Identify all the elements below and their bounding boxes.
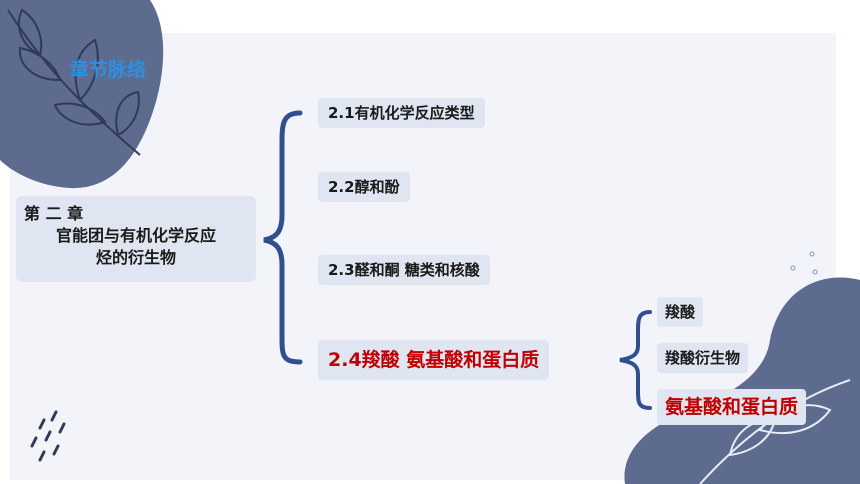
chapter-subtitle: 烃的衍生物 [95,248,176,267]
section-2-4[interactable]: 2.4羧酸 氨基酸和蛋白质 [318,340,550,380]
chapter-box: 第 二 章 官能团与有机化学反应 烃的衍生物 [16,196,256,282]
subsection-amino-acids-proteins[interactable]: 氨基酸和蛋白质 [657,389,807,425]
section-2-2[interactable]: 2.2醇和酚 [318,172,410,202]
subsection-acid-derivatives[interactable]: 羧酸衍生物 [657,343,749,373]
chapter-title: 官能团与有机化学反应 [55,226,216,245]
section-2-1[interactable]: 2.1有机化学反应类型 [318,98,485,128]
subsection-carboxylic-acid[interactable]: 羧酸 [657,297,704,327]
section-2-3[interactable]: 2.3醛和酮 糖类和核酸 [318,255,490,285]
page-title: 章节脉络 [70,59,147,81]
chapter-number: 第 二 章 [24,204,84,223]
